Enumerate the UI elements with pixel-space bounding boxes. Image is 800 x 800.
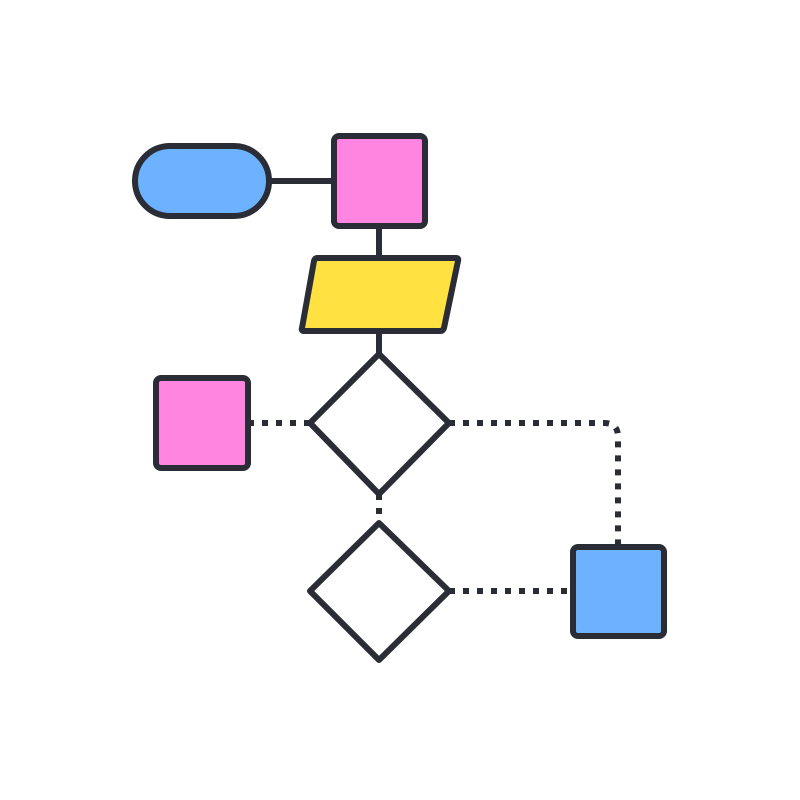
connectors (248, 178, 621, 594)
data-io-node (298, 255, 462, 334)
nodes (132, 133, 667, 663)
terminator-node (132, 143, 272, 219)
edge-decision-1-to-process-bottom-right (449, 420, 621, 547)
process-node-top (331, 133, 428, 229)
decision-node-1 (307, 351, 452, 497)
process-node-left (153, 375, 251, 471)
decision-node-2 (307, 520, 452, 663)
process-node-bottom-right (570, 544, 667, 639)
